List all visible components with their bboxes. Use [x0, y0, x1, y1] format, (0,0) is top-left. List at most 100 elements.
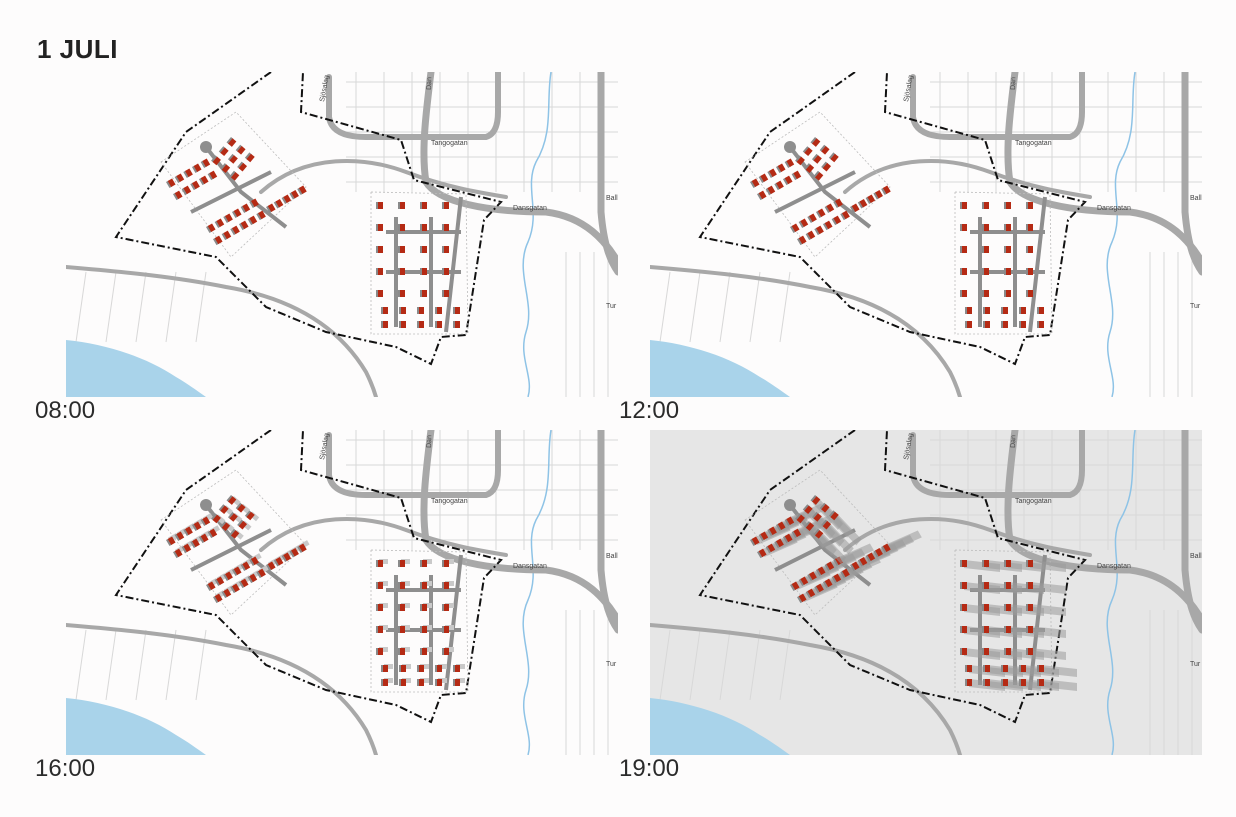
- house-wall: [376, 604, 379, 611]
- house-roof: [809, 571, 817, 581]
- house-wall: [247, 217, 254, 226]
- house-wall: [420, 290, 423, 297]
- minor-street: [719, 629, 731, 701]
- house-wall: [815, 568, 823, 577]
- house-roof: [984, 582, 989, 589]
- house-roof: [962, 290, 967, 297]
- house-wall: [798, 220, 805, 229]
- house-roof: [444, 582, 449, 589]
- house-wall: [223, 215, 230, 224]
- house-wall: [960, 246, 963, 253]
- plot-west: [744, 111, 891, 258]
- lake: [66, 698, 206, 755]
- house-wall: [822, 222, 830, 231]
- house-roof: [786, 158, 795, 168]
- house-roof: [875, 190, 883, 199]
- house-wall: [819, 144, 827, 153]
- house-roof: [776, 180, 784, 190]
- road-south: [66, 265, 378, 397]
- house-shadow: [438, 678, 447, 683]
- house-wall: [802, 146, 810, 154]
- house-wall: [420, 582, 423, 589]
- road-east: [597, 72, 618, 276]
- house-wall: [804, 163, 812, 171]
- house-wall: [1004, 582, 1007, 589]
- house-wall: [1004, 290, 1007, 297]
- house-roof: [232, 225, 240, 235]
- house-wall: [398, 224, 401, 231]
- house-wall: [819, 502, 827, 511]
- house-wall: [758, 175, 765, 184]
- road-access: [259, 159, 508, 199]
- house-roof: [791, 581, 800, 591]
- house-wall: [297, 187, 304, 196]
- house-wall: [376, 582, 379, 589]
- house-roof: [275, 557, 284, 566]
- house-roof: [830, 153, 839, 163]
- house-wall: [833, 200, 840, 209]
- house-shadow: [445, 559, 454, 564]
- house-roof: [984, 290, 989, 297]
- house-wall: [782, 535, 790, 544]
- house-roof: [251, 198, 259, 208]
- house-wall: [399, 679, 402, 686]
- house-roof: [833, 573, 842, 583]
- house-wall: [214, 578, 221, 587]
- label-dan: Dan: [426, 435, 433, 448]
- house-roof: [805, 164, 815, 173]
- house-wall: [791, 530, 798, 539]
- house-wall: [1004, 268, 1007, 275]
- house-roof: [796, 156, 805, 166]
- house-roof: [859, 199, 868, 208]
- house-roof: [225, 571, 233, 581]
- house-wall: [398, 560, 401, 567]
- house-cluster: [381, 307, 460, 328]
- house-shadow: [402, 664, 411, 669]
- house-roof: [378, 246, 383, 253]
- house-wall: [795, 513, 802, 521]
- house-wall: [256, 212, 263, 221]
- house-wall: [420, 560, 423, 567]
- label-dan: Dan: [426, 77, 433, 90]
- house-roof: [967, 307, 972, 314]
- house-roof: [813, 513, 822, 522]
- house-wall: [983, 679, 986, 686]
- house-wall: [417, 321, 420, 328]
- house-shadow: [401, 581, 410, 586]
- house-wall: [822, 580, 830, 589]
- house-wall: [865, 196, 872, 205]
- house-roof: [444, 268, 449, 275]
- house-cluster: [376, 559, 454, 655]
- house-roof: [242, 203, 251, 213]
- house-roof: [812, 138, 821, 147]
- house-roof: [212, 514, 221, 524]
- house-roof: [216, 576, 225, 586]
- house-roof: [824, 220, 833, 230]
- house-roof: [830, 511, 839, 521]
- house-wall: [399, 321, 402, 328]
- house-roof: [962, 582, 967, 589]
- house-wall: [790, 225, 797, 234]
- house-wall: [198, 535, 206, 544]
- house-roof: [1006, 290, 1011, 297]
- house-wall: [765, 545, 772, 554]
- house-roof: [400, 560, 405, 567]
- house-wall: [227, 153, 235, 162]
- house-wall: [381, 307, 384, 314]
- house-roof: [882, 543, 891, 553]
- house-roof: [291, 190, 299, 199]
- house-wall: [960, 582, 963, 589]
- house-shadow: [456, 664, 465, 669]
- road-tangogatan: [910, 430, 1085, 498]
- house-wall: [166, 180, 173, 189]
- house-roof: [298, 185, 307, 195]
- house-roof: [444, 202, 449, 209]
- house-cluster: [960, 202, 1033, 297]
- house-shadow: [384, 678, 393, 683]
- house-roof: [1003, 307, 1008, 314]
- house-wall: [238, 580, 246, 589]
- house-wall: [790, 583, 797, 592]
- minor-street-grid: [659, 430, 1202, 755]
- house-roof: [769, 526, 777, 536]
